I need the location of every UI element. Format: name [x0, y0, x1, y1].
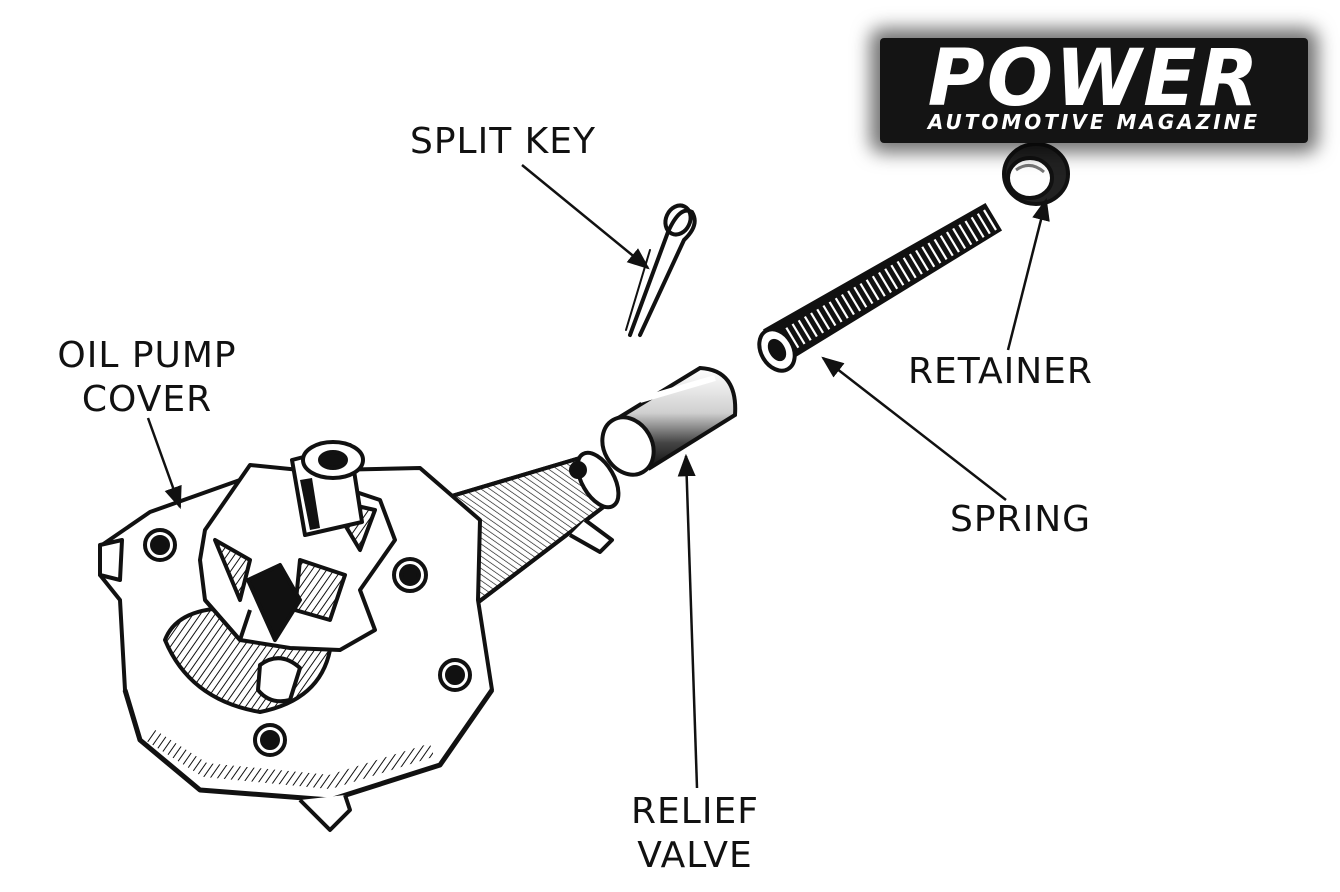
spring-coil	[890, 264, 905, 286]
oil-pump-cover-label: OIL PUMP COVER	[44, 334, 250, 422]
spring-coil	[853, 286, 868, 308]
spring-coil	[915, 249, 930, 272]
power-magazine-logo: POWER AUTOMOTIVE MAGAZINE	[880, 38, 1308, 143]
oil-pump-cover-label-line1: OIL PUMP	[57, 335, 237, 376]
split-key-label: SPLIT KEY	[410, 121, 597, 162]
spring-coil	[939, 235, 954, 257]
oil-pump-cover-label-line2: COVER	[81, 379, 213, 420]
spring-coil	[884, 268, 899, 290]
split-key-part	[625, 203, 697, 337]
retainer-part	[1002, 142, 1070, 206]
relief-valve-part	[600, 365, 738, 477]
spring-coil	[822, 305, 837, 327]
spring-coil	[970, 216, 985, 238]
spring-coil	[952, 227, 967, 249]
spring-coil	[797, 319, 812, 341]
spring-coil	[785, 327, 800, 349]
spring-coil	[896, 260, 911, 283]
spring-coil	[803, 316, 818, 338]
spring-leader	[821, 356, 1007, 501]
spring-coil	[810, 312, 825, 334]
logo-subtitle: AUTOMOTIVE MAGAZINE	[927, 110, 1261, 134]
spring-coil	[902, 257, 917, 279]
spring-coil	[847, 290, 862, 312]
spring-part	[757, 202, 1003, 373]
spring-label: SPRING	[950, 499, 1092, 540]
spring-coil	[927, 242, 942, 264]
oil-pump-cover-leader	[146, 417, 182, 510]
spring-coil	[840, 293, 855, 316]
relief-valve-leader	[677, 453, 699, 789]
oil-pump-cover-part	[98, 440, 621, 832]
spring-coil	[958, 224, 973, 246]
relief-valve-label-line1: RELIEF	[631, 791, 759, 832]
retainer-leader	[1006, 197, 1050, 351]
spring-coil	[945, 231, 960, 253]
relief-valve-label-line2: VALVE	[637, 835, 753, 876]
spring-coil	[828, 301, 843, 323]
retainer-label: RETAINER	[908, 351, 1093, 392]
spring-coil	[859, 282, 874, 305]
spring-coil	[976, 213, 991, 235]
spring-coil	[878, 271, 892, 294]
relief-valve-label: RELIEF VALVE	[620, 790, 770, 878]
spring-coil	[983, 209, 997, 231]
split-key-leader	[521, 164, 650, 270]
spring-coil	[816, 308, 831, 330]
logo-title: POWER	[927, 34, 1261, 124]
spring-coil	[933, 238, 948, 260]
spring-coil	[908, 253, 923, 275]
spring-coil	[865, 279, 880, 301]
spring-coil	[791, 323, 806, 345]
spring-coil	[834, 297, 849, 319]
spring-coil	[921, 246, 936, 268]
spring-coil	[964, 220, 979, 242]
pump-gear	[198, 440, 397, 652]
spring-coil	[871, 275, 886, 297]
